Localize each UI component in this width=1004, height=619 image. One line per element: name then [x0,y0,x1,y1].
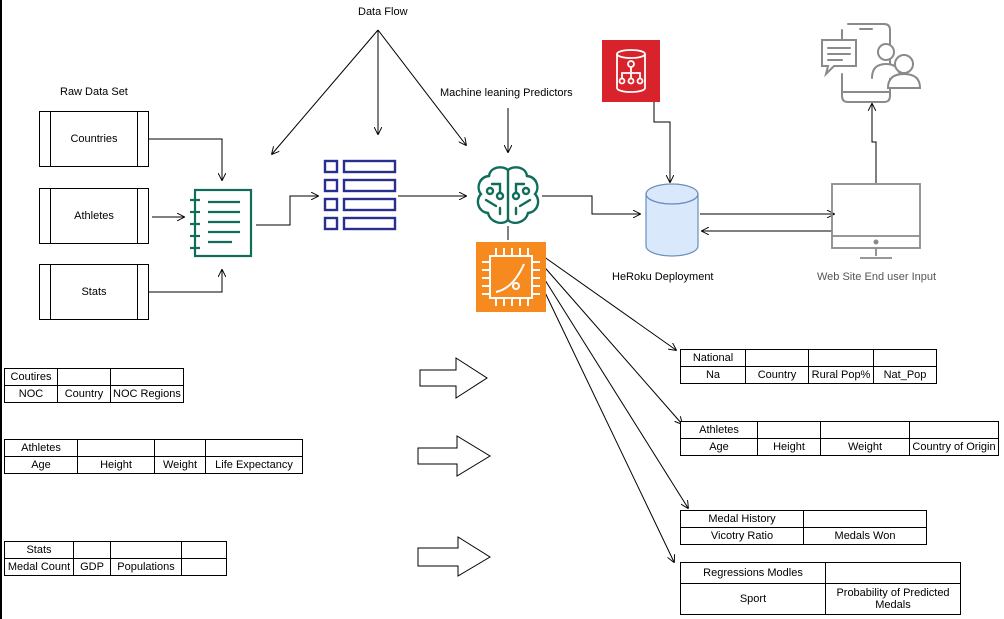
table-athletes-in: Athletes Age Height Weight Life Expectan… [4,439,303,474]
source-athletes: Athletes [39,188,149,244]
table-stats: Stats Medal Count GDP Populations [4,541,227,576]
table-athletes-in-col-4: Life Expectancy [205,456,303,474]
table-cell-empty [808,349,874,367]
table-national-col-1: Na [680,366,746,384]
monitor-icon [831,183,921,259]
table-countries-col-1: NOC [4,385,58,403]
heroku-label: HeRoku Deployment [612,271,714,283]
database-icon [645,183,699,257]
table-cell-empty [803,510,927,528]
table-cell-empty [757,421,821,439]
table-cell-empty [181,541,227,559]
table-national: National Na Country Rural Pop% Nat_Pop [680,349,937,384]
chip-to-athletes-out [539,261,682,424]
table-stats-col-3: Populations [110,558,182,576]
table-cell-empty [820,421,910,439]
table-athletes-out-col-2: Height [757,438,821,456]
table-cell-empty [745,349,809,367]
website-label: Web Site End user Input [817,271,937,283]
table-cell-empty [73,541,111,559]
table-countries-col-2: Country [57,385,111,403]
table-countries: Coutires NOC Country NOC Regions [4,368,184,403]
doc-to-list [256,196,318,226]
chip-icon [476,242,546,312]
table-medal-history-col-2: Medals Won [803,527,927,545]
table-stats-title: Stats [4,541,74,559]
block-arrow-1 [419,357,488,399]
mobile-chat-icon [821,23,922,103]
table-regressions: Regressions Modles Sport Probability of … [680,562,961,615]
table-athletes-out-title: Athletes [680,421,758,439]
table-regressions-col-2: Probability of Predicted Medals [825,583,961,615]
ml-predictors-label: Machine leaning Predictors [440,87,573,99]
table-cell-empty [110,541,182,559]
table-national-col-3: Rural Pop% [808,366,874,384]
data-flow-label: Data Flow [358,6,408,18]
table-cell-empty [154,439,206,457]
table-cell-empty [181,558,227,576]
source-athletes-label: Athletes [74,210,114,222]
database-red-icon [602,40,660,102]
table-cell-empty [873,349,937,367]
table-stats-col-2: GDP [73,558,111,576]
table-medal-history-title: Medal History [680,510,804,528]
source-countries: Countries [39,111,149,167]
table-cell-empty [825,562,961,584]
table-cell-empty [110,368,184,386]
chip-to-medal [539,271,688,508]
source-countries-label: Countries [70,133,118,145]
block-arrow-2 [417,435,491,477]
chip-to-regression [539,281,674,562]
table-stats-col-1: Medal Count [4,558,74,576]
table-cell-empty [909,421,999,439]
monitor-to-phone [872,104,877,183]
table-athletes-out-col-4: Country of Origin [909,438,999,456]
table-national-col-2: Country [745,366,809,384]
raw-data-set-label: Raw Data Set [60,86,128,98]
stats-to-doc [148,270,222,293]
flow-arrow-left [272,29,379,154]
table-regressions-col-1: Sport [680,583,826,615]
table-athletes-in-title: Athletes [4,439,78,457]
table-countries-title: Coutires [4,368,58,386]
table-athletes-in-col-1: Age [4,456,78,474]
countries-to-doc [148,138,222,180]
table-countries-col-3: NOC Regions [110,385,184,403]
flow-arrow-right [377,29,466,145]
table-cell-empty [57,368,111,386]
table-athletes-in-col-3: Weight [154,456,206,474]
table-national-title: National [680,349,746,367]
table-athletes-out-col-1: Age [680,438,758,456]
table-athletes-in-col-2: Height [77,456,155,474]
table-medal-history: Medal History Vicotry Ratio Medals Won [680,510,927,545]
frame-edge [0,0,2,619]
table-national-col-4: Nat_Pop [873,366,937,384]
table-athletes-out-col-3: Weight [820,438,910,456]
source-stats: Stats [39,264,149,320]
reddb-to-db [653,102,670,182]
table-cell-empty [205,439,303,457]
brain-to-db [542,195,640,214]
source-stats-label: Stats [81,286,107,298]
table-regressions-title: Regressions Modles [680,562,826,584]
brain-icon [476,166,540,224]
table-medal-history-col-1: Vicotry Ratio [680,527,804,545]
list-icon [323,159,397,231]
table-cell-empty [77,439,155,457]
table-athletes-out: Athletes Age Height Weight Country of Or… [680,421,999,456]
document-icon [190,188,253,258]
chip-to-national [539,253,676,350]
block-arrow-3 [417,536,491,577]
